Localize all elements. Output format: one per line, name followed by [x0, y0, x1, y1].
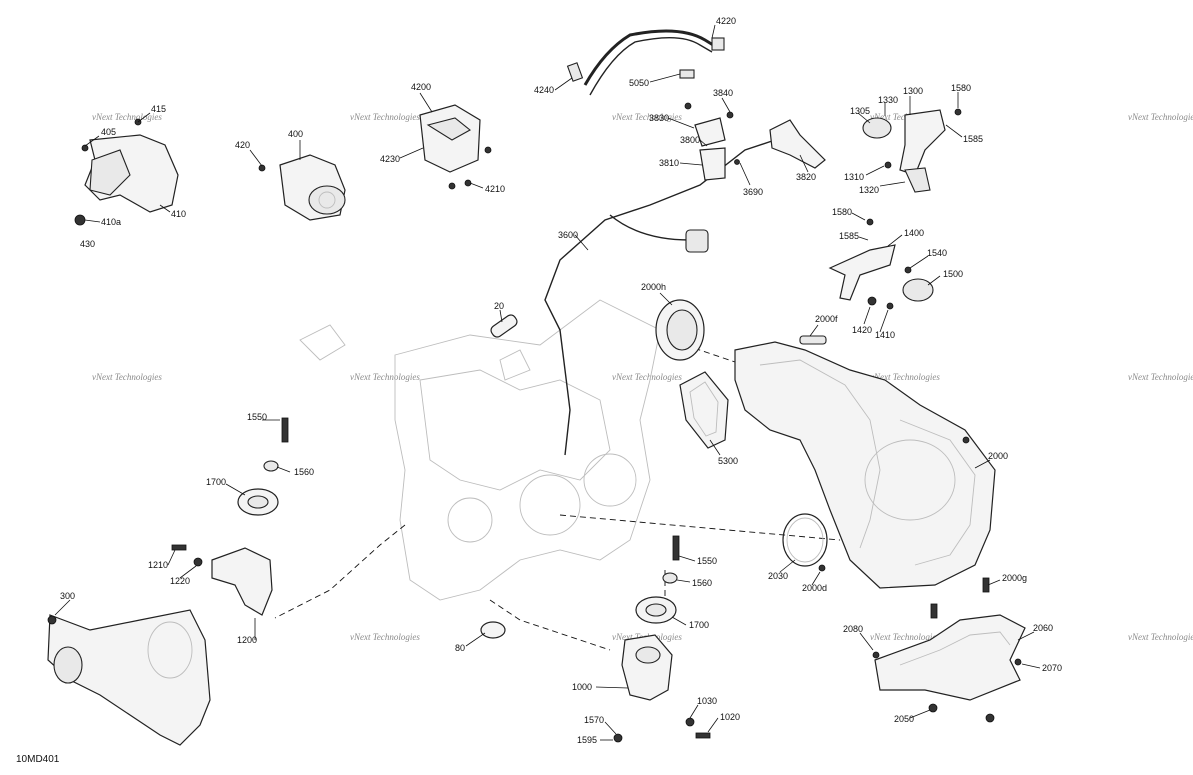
callout-2000d: 2000d	[802, 583, 827, 593]
callout-3690: 3690	[743, 187, 763, 197]
callout-2000h: 2000h	[641, 282, 666, 292]
part-410-bracket-cover	[74, 118, 179, 226]
diagram-id: 10MD401	[16, 754, 60, 765]
watermark: vNext Technologies	[350, 632, 420, 642]
part-3600-cable-and-sensor	[544, 102, 776, 456]
callout-410: 410	[171, 209, 186, 219]
part-400-actuator	[258, 154, 346, 221]
callout-1540: 1540	[927, 248, 947, 258]
callout-1500: 1500	[943, 269, 963, 279]
part-1000-engine-mount	[613, 535, 711, 743]
callout-3840: 3840	[713, 88, 733, 98]
part-20-pin	[490, 314, 518, 338]
callout-1560: 1560	[692, 578, 712, 588]
callout-2060: 2060	[1033, 623, 1053, 633]
watermark: vNext Technologies	[1128, 632, 1193, 642]
watermark: vNext Technologies	[870, 632, 940, 642]
part-80-plug	[480, 621, 506, 639]
part-5300-gasket	[679, 371, 729, 449]
callout-1595: 1595	[577, 735, 597, 745]
callout-3600: 3600	[558, 230, 578, 240]
callout-430: 430	[80, 239, 95, 249]
callout-2050: 2050	[894, 714, 914, 724]
callout-2000g: 2000g	[1002, 573, 1027, 583]
callout-420: 420	[235, 140, 250, 150]
callout-20: 20	[494, 301, 504, 311]
callout-1580: 1580	[951, 83, 971, 93]
part-2000h-seal	[655, 299, 705, 361]
callout-1560: 1560	[294, 467, 314, 477]
part-4200-valve-block	[419, 104, 492, 190]
part-2060-bracket-plate	[872, 577, 1026, 723]
part-2000-airbox-housing	[734, 335, 996, 589]
callout-1000: 1000	[572, 682, 592, 692]
watermark: vNext Technologies	[92, 372, 162, 382]
watermark: vNext Technologies	[350, 112, 420, 122]
callout-3800: 3800	[680, 135, 700, 145]
part-2030-clamp	[782, 513, 828, 572]
watermark: vNext Technologies	[612, 112, 682, 122]
callout-4240: 4240	[534, 85, 554, 95]
part-3820-bracket	[769, 119, 826, 169]
callout-1420: 1420	[852, 325, 872, 335]
part-1400-mount-group	[828, 218, 934, 310]
callout-1020: 1020	[720, 712, 740, 722]
callout-2000: 2000	[988, 451, 1008, 461]
callout-1700: 1700	[689, 620, 709, 630]
callout-1310: 1310	[844, 172, 864, 182]
leader-lines	[54, 24, 1041, 741]
callout-4230: 4230	[380, 154, 400, 164]
watermark: vNext Technologies	[350, 372, 420, 382]
callout-4200: 4200	[411, 82, 431, 92]
watermark: vNext Technologies	[1128, 112, 1193, 122]
callout-1400: 1400	[904, 228, 924, 238]
callout-1550: 1550	[697, 556, 717, 566]
callout-1210: 1210	[148, 560, 168, 570]
callout-1570: 1570	[584, 715, 604, 725]
callout-1305: 1305	[850, 106, 870, 116]
callout-1585: 1585	[839, 231, 859, 241]
callout-300: 300	[60, 591, 75, 601]
callout-1330: 1330	[878, 95, 898, 105]
watermark: vNext Technologies	[870, 372, 940, 382]
part-300-gearbox-cover	[47, 609, 211, 746]
callout-1580: 1580	[832, 207, 852, 217]
callout-3820: 3820	[796, 172, 816, 182]
watermark: vNext Technologies	[92, 112, 162, 122]
callout-1320: 1320	[859, 185, 879, 195]
callout-2030: 2030	[768, 571, 788, 581]
callout-1410: 1410	[875, 330, 895, 340]
callout-labels: 415 405 410 410a 430 420 400 4200 4230 4…	[60, 16, 1062, 745]
callout-4220: 4220	[716, 16, 736, 26]
callout-1700: 1700	[206, 477, 226, 487]
callout-1585: 1585	[963, 134, 983, 144]
callout-3830: 3830	[649, 113, 669, 123]
callout-5300: 5300	[718, 456, 738, 466]
callout-2070: 2070	[1042, 663, 1062, 673]
callout-1220: 1220	[170, 576, 190, 586]
callout-1550: 1550	[247, 412, 267, 422]
watermark: vNext Technologies	[612, 372, 682, 382]
callout-400: 400	[288, 129, 303, 139]
callout-5050: 5050	[629, 78, 649, 88]
callout-410a: 410a	[101, 217, 121, 227]
watermark: vNext Technologies	[1128, 372, 1193, 382]
callout-1300: 1300	[903, 86, 923, 96]
callout-405: 405	[101, 127, 116, 137]
callout-3810: 3810	[659, 158, 679, 168]
callout-415: 415	[151, 104, 166, 114]
callout-2080: 2080	[843, 624, 863, 634]
callout-2000f: 2000f	[815, 314, 838, 324]
callout-1200: 1200	[237, 635, 257, 645]
callout-4210: 4210	[485, 184, 505, 194]
part-1200-engine-mount	[171, 417, 289, 616]
part-4220-hose-assembly	[566, 29, 725, 96]
part-1300-bracket-group	[862, 108, 962, 193]
engine-ghost-outline	[299, 299, 661, 601]
callout-1030: 1030	[697, 696, 717, 706]
callout-80: 80	[455, 643, 465, 653]
